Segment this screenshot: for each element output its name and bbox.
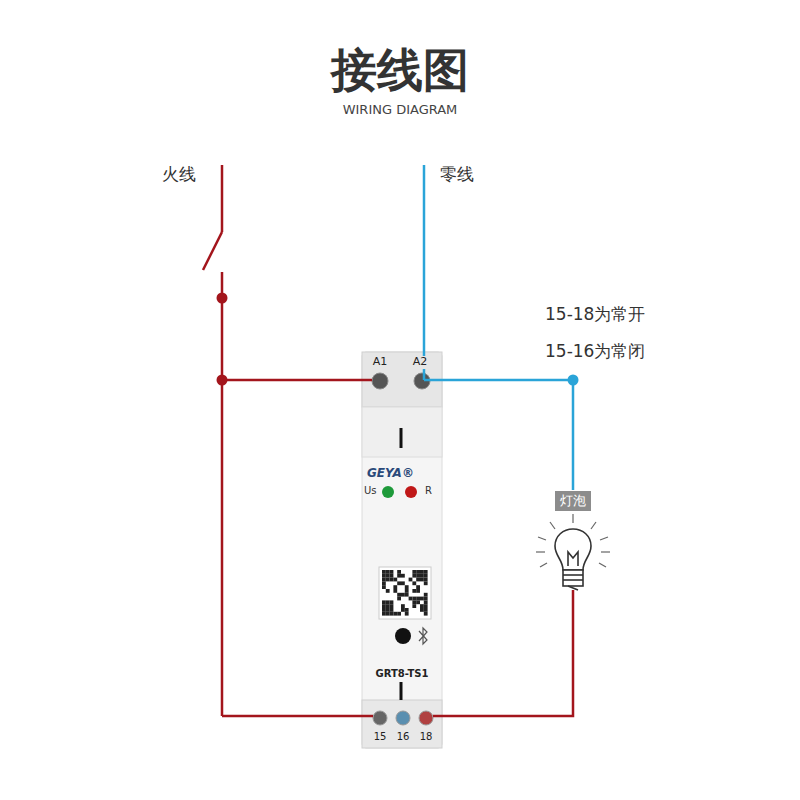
bluetooth-symbol xyxy=(419,628,427,644)
screw-terminal xyxy=(396,711,410,725)
pin-number: 18 xyxy=(420,731,433,743)
pin-name: A2 xyxy=(412,356,429,369)
led-name: Us xyxy=(364,485,377,497)
brand-logo: GEYA® xyxy=(367,467,414,481)
diagram-title: 接线图 xyxy=(331,44,469,97)
subtitle: WIRING DIAGRAM xyxy=(343,103,458,118)
screw-terminal xyxy=(372,373,388,389)
relay-led xyxy=(405,486,417,498)
node-text: 灯泡 xyxy=(560,492,586,510)
pin-number: 16 xyxy=(397,731,410,743)
clip-mark xyxy=(400,428,403,448)
junction-dot xyxy=(568,375,579,386)
junction-dot xyxy=(217,375,228,386)
power-led xyxy=(382,486,394,498)
junction-dot xyxy=(217,293,228,304)
relay-housing xyxy=(362,352,442,748)
contact-note: 15-18为常开 xyxy=(545,305,645,325)
live-wire xyxy=(203,165,573,716)
screw-terminal xyxy=(419,711,433,725)
pin-name: A1 xyxy=(372,356,389,369)
model-number: GRT8-TS1 xyxy=(376,668,429,680)
qr-code xyxy=(379,567,431,619)
wire-name: 零线 xyxy=(440,165,474,185)
push-button xyxy=(395,628,411,644)
bulb-symbol xyxy=(555,529,591,590)
light-rays xyxy=(536,514,610,567)
qr-pattern xyxy=(382,570,428,616)
led-name: R xyxy=(425,485,432,497)
bottom-terminal-block xyxy=(362,700,442,748)
pin-number: 15 xyxy=(374,731,387,743)
clip-mark xyxy=(400,682,403,700)
screw-terminal xyxy=(373,711,387,725)
neutral-wire xyxy=(424,165,573,490)
contact-note: 15-16为常闭 xyxy=(545,342,645,362)
wire-name: 火线 xyxy=(162,165,196,185)
relay-shoulder xyxy=(362,407,442,457)
label-box: 灯泡 xyxy=(555,491,591,511)
